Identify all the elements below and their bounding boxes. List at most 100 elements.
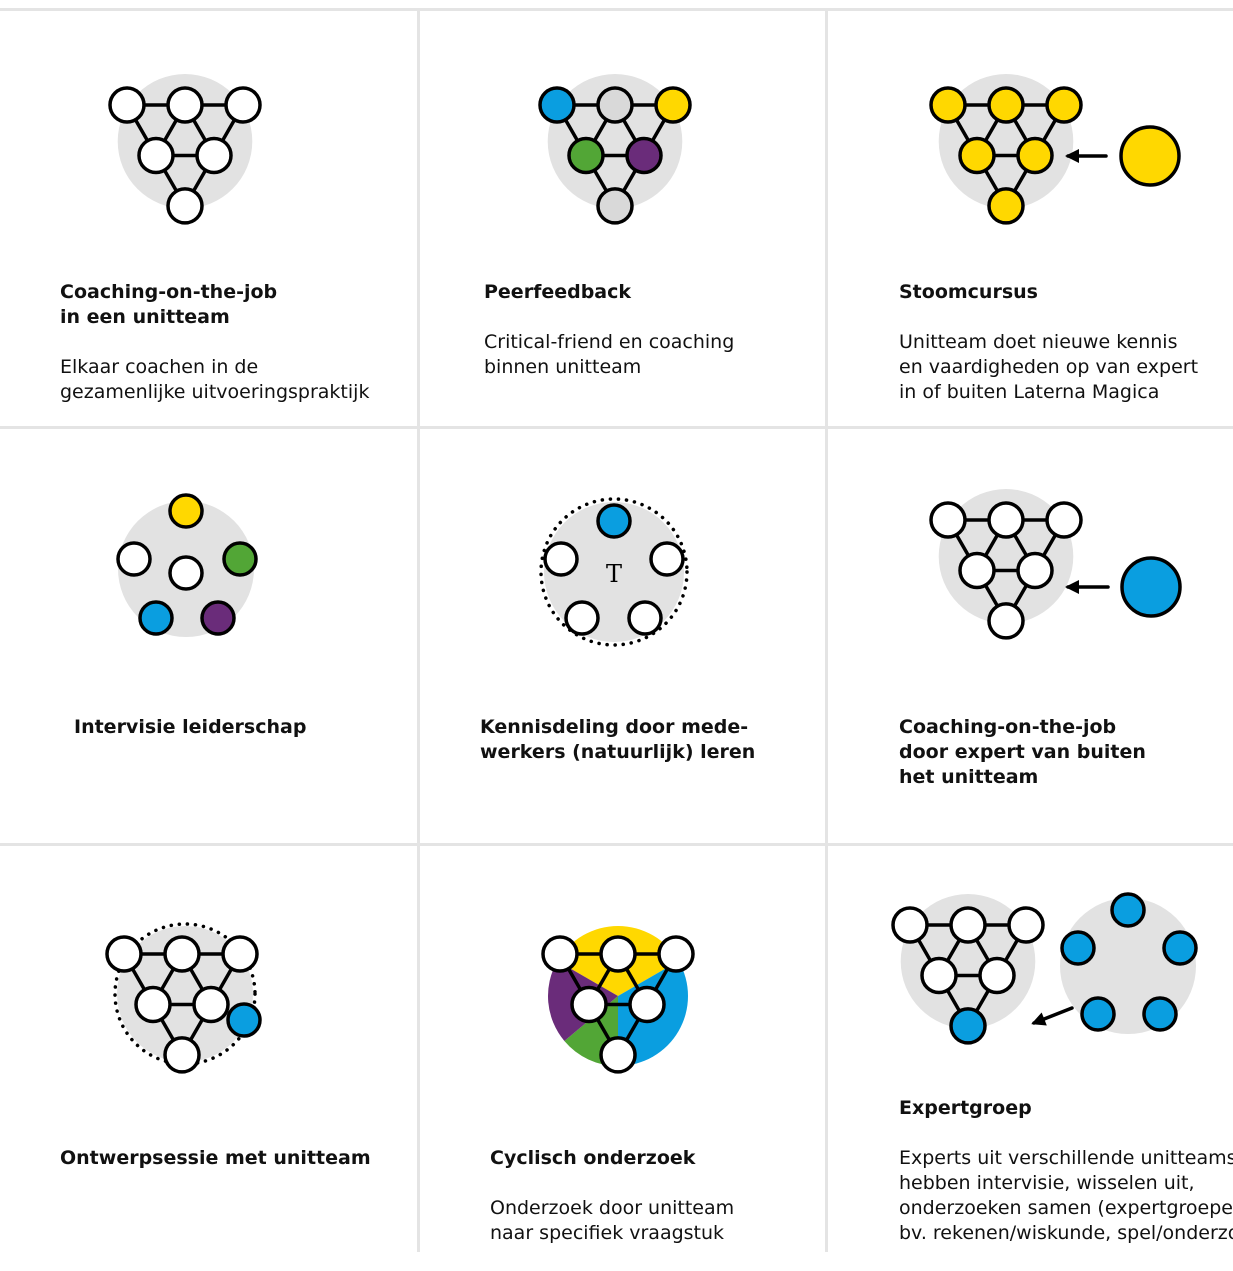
circle-group-icon xyxy=(116,493,258,637)
node-circle xyxy=(195,136,233,175)
node-circle xyxy=(1110,892,1146,928)
row-divider-2 xyxy=(0,843,1233,846)
node-circle xyxy=(987,602,1025,640)
node-circle xyxy=(543,541,579,577)
arrow-head xyxy=(1065,149,1079,163)
node-circle xyxy=(599,1036,637,1074)
node-circle xyxy=(222,541,258,577)
node-circle xyxy=(1007,906,1045,944)
tile-coaching-unitteam: Coaching-on-the-job in een unitteam Elka… xyxy=(0,11,417,426)
tile-stoomcursus: Stoomcursus Unitteam doet nieuwe kennis … xyxy=(828,11,1233,426)
column-divider-2 xyxy=(825,8,828,1252)
node-circle xyxy=(108,86,146,124)
node-circle xyxy=(1142,996,1178,1032)
node-circle xyxy=(929,86,967,124)
tile-title: Intervisie leiderschap xyxy=(74,716,307,738)
node-circle xyxy=(538,86,576,124)
node-circle xyxy=(987,86,1025,124)
node-circle xyxy=(649,541,685,577)
node-circle xyxy=(166,187,204,225)
node-circle xyxy=(200,600,236,636)
node-circle xyxy=(987,501,1025,539)
background-disc xyxy=(938,74,1074,209)
background-disc xyxy=(117,926,253,1062)
tile-title: Cyclisch onderzoek xyxy=(490,1147,696,1169)
tile-description: Elkaar coachen in de gezamenlijke uitvoe… xyxy=(60,356,370,403)
node-circle xyxy=(138,600,174,636)
node-circle xyxy=(541,935,579,973)
background-disc xyxy=(938,489,1074,624)
background-disc xyxy=(117,74,253,209)
tile-kennisdeling: T Kennisdeling door mede- werkers (natuu… xyxy=(420,429,825,843)
node-circle xyxy=(192,985,230,1024)
node-circle xyxy=(570,985,608,1024)
node-circle xyxy=(134,985,172,1024)
node-circle xyxy=(137,136,175,175)
tile-intervisie-leiderschap: Intervisie leiderschap xyxy=(0,429,417,843)
network-and-expert-group-icon xyxy=(891,892,1198,1045)
node-circle xyxy=(596,86,634,124)
node-circle xyxy=(625,136,663,175)
node-circle xyxy=(1045,86,1083,124)
tile-title: Peerfeedback xyxy=(484,281,632,303)
node-circle xyxy=(1120,556,1182,618)
network-yellow-with-expert-icon xyxy=(929,74,1181,225)
tile-title: Expertgroep xyxy=(899,1097,1032,1119)
tile-description: Unitteam doet nieuwe kennis en vaardighe… xyxy=(899,331,1199,403)
network-dotted-circle-icon xyxy=(105,922,262,1074)
background-disc xyxy=(900,894,1036,1029)
node-circle xyxy=(599,935,637,973)
node-circle xyxy=(891,906,929,944)
node-circle xyxy=(949,1007,987,1045)
node-circle xyxy=(168,493,204,529)
row-divider-1 xyxy=(0,426,1233,429)
node-circle xyxy=(1045,501,1083,539)
node-circle xyxy=(166,86,204,124)
network-icon xyxy=(108,74,262,225)
network-with-blue-expert-icon xyxy=(929,489,1182,640)
tile-cyclisch-onderzoek: Cyclisch onderzoek Onderzoek door unitte… xyxy=(420,846,825,1252)
node-circle xyxy=(978,956,1016,995)
background-disc xyxy=(547,74,683,209)
arrow-head xyxy=(1065,580,1079,594)
node-circle xyxy=(929,501,967,539)
node-circle xyxy=(105,935,143,973)
tile-title: Coaching-on-the-job door expert van buit… xyxy=(899,716,1146,788)
node-circle xyxy=(1119,125,1181,187)
tile-peerfeedback: Peerfeedback Critical-friend en coaching… xyxy=(420,11,825,426)
node-circle xyxy=(958,136,996,175)
node-circle xyxy=(168,555,204,591)
tile-coaching-expert-buiten: Coaching-on-the-job door expert van buit… xyxy=(828,429,1233,843)
network-cycle-icon xyxy=(541,926,695,1074)
node-circle xyxy=(224,86,262,124)
column-divider-1 xyxy=(417,8,420,1252)
node-circle xyxy=(596,187,634,225)
node-circle xyxy=(163,935,201,973)
tile-title: Coaching-on-the-job in een unitteam xyxy=(60,281,278,328)
node-circle xyxy=(1080,996,1116,1032)
node-circle xyxy=(116,541,152,577)
tile-expertgroep: Expertgroep Experts uit verschillende un… xyxy=(828,846,1233,1252)
node-circle xyxy=(654,86,692,124)
network-colored-icon xyxy=(538,74,692,225)
node-circle xyxy=(163,1036,201,1074)
node-circle xyxy=(628,985,666,1024)
node-circle xyxy=(596,503,632,539)
node-circle xyxy=(958,551,996,590)
dotted-ring xyxy=(539,497,689,647)
node-circle xyxy=(627,600,663,636)
tile-title: Ontwerpsessie met unitteam xyxy=(60,1147,371,1169)
node-circle xyxy=(221,935,259,973)
tile-description: Critical-friend en coaching binnen unitt… xyxy=(484,331,735,378)
top-divider xyxy=(0,8,1233,11)
node-circle xyxy=(920,956,958,995)
center-label: T xyxy=(606,560,622,588)
tile-description: Onderzoek door unitteam naar specifiek v… xyxy=(490,1197,735,1244)
node-circle xyxy=(987,187,1025,225)
tile-title: Kennisdeling door mede- werkers (natuurl… xyxy=(480,716,756,763)
node-circle xyxy=(1016,551,1054,590)
node-circle xyxy=(1060,930,1096,966)
tile-ontwerpsessie: Ontwerpsessie met unitteam xyxy=(0,846,417,1252)
node-circle xyxy=(567,136,605,175)
node-circle xyxy=(1162,930,1198,966)
